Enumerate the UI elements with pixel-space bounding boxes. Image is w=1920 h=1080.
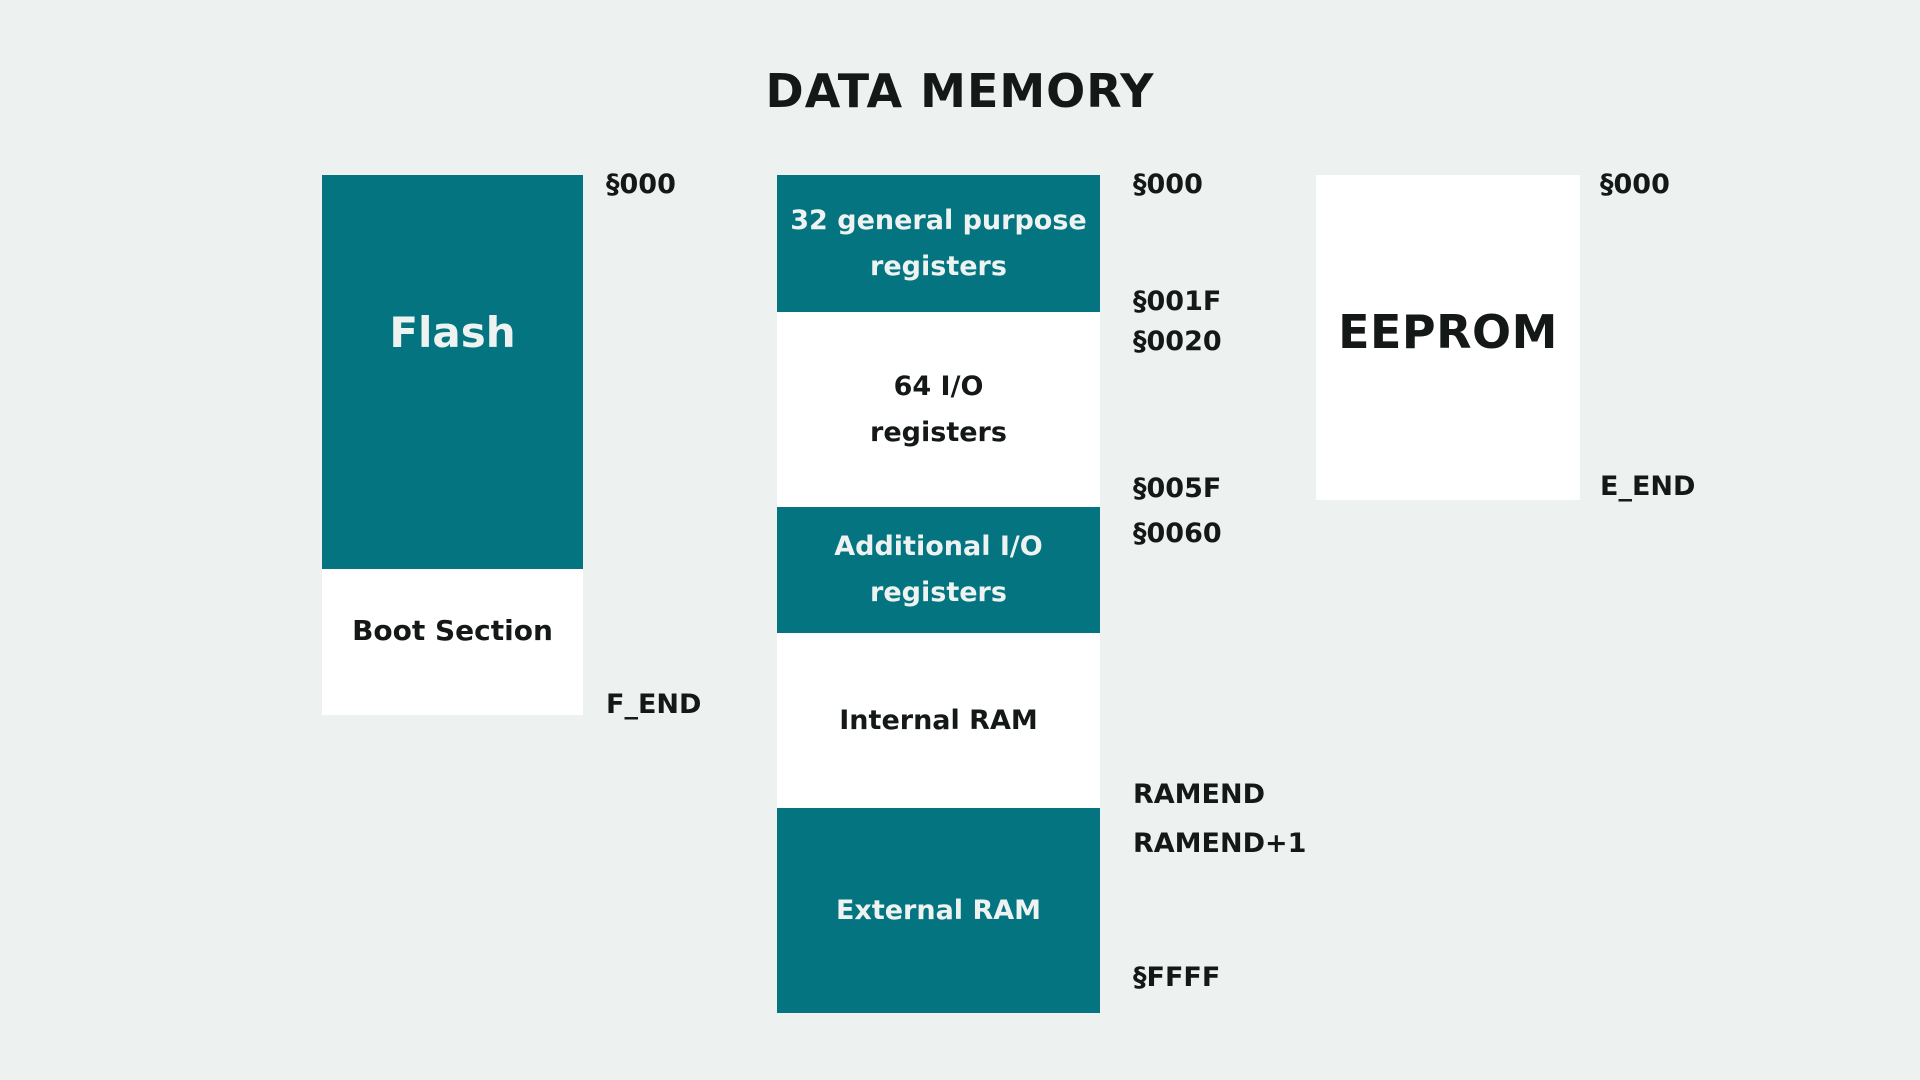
flash-block: Flash [322, 175, 583, 569]
data-addr-0020: §0020 [1133, 326, 1222, 357]
eeprom-addr-start: §000 [1600, 169, 1670, 200]
additional-io-registers-label: Additional I/O registers [834, 531, 1043, 608]
internal-ram-block: Internal RAM [777, 633, 1100, 808]
eeprom-block: EEPROM [1316, 175, 1580, 500]
io-registers-label: 64 I/O registers [870, 370, 1007, 448]
data-addr-ffff: §FFFF [1133, 962, 1221, 993]
additional-io-registers-block: Additional I/O registers [777, 507, 1100, 633]
external-ram-label: External RAM [835, 895, 1042, 926]
data-addr-ramend-plus-1: RAMEND+1 [1133, 828, 1307, 859]
general-purpose-registers-label: 32 general purpose registers [790, 204, 1087, 282]
eeprom-label: EEPROM [1338, 304, 1558, 359]
external-ram-block: External RAM [777, 808, 1100, 1013]
data-addr-005f: §005F [1133, 473, 1222, 504]
flash-label: Flash [389, 307, 516, 357]
boot-section-block: Boot Section [322, 569, 583, 715]
boot-section-label: Boot Section [352, 613, 553, 647]
general-purpose-registers-block: 32 general purpose registers [777, 175, 1100, 312]
data-addr-ramend: RAMEND [1133, 779, 1266, 810]
data-addr-0060: §0060 [1133, 518, 1222, 549]
flash-addr-start: §000 [606, 169, 676, 200]
flash-addr-end: F_END [606, 689, 702, 720]
eeprom-addr-end: E_END [1600, 471, 1696, 502]
internal-ram-label: Internal RAM [839, 705, 1038, 736]
io-registers-block: 64 I/O registers [777, 312, 1100, 507]
diagram-title: DATA MEMORY [765, 64, 1155, 118]
data-addr-000: §000 [1133, 169, 1203, 200]
data-addr-001f: §001F [1133, 286, 1222, 317]
